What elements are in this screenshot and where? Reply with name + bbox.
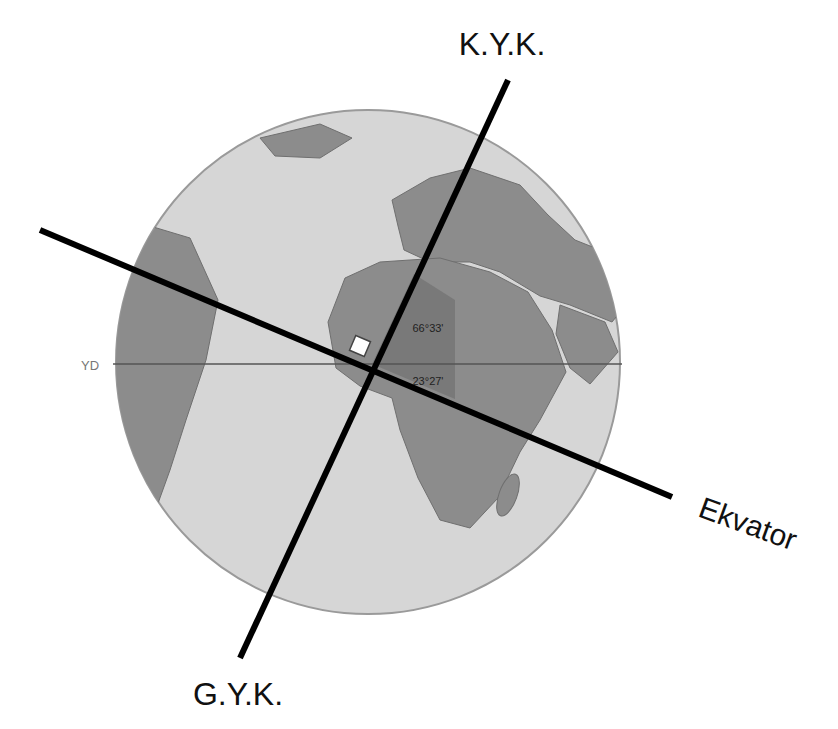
- angle-label: 66°33': [413, 323, 444, 334]
- axis-line: [240, 80, 508, 658]
- madagascar-landmass: [492, 471, 524, 519]
- south-america-landmass: [100, 226, 218, 560]
- equator-line: [40, 230, 672, 497]
- arabia-landmass: [556, 305, 618, 384]
- plane-label: YD: [81, 359, 99, 372]
- greenland-landmass: [260, 124, 352, 158]
- angle-shade-lower: [372, 364, 455, 399]
- pole-label: K.Y.K.: [459, 28, 546, 60]
- angle-label: 23°27': [413, 376, 444, 387]
- orbit-plane-line: [113, 363, 622, 365]
- pole-label: G.Y.K.: [193, 678, 283, 710]
- right-angle-mark: [350, 336, 371, 357]
- equator-label: Ekvator: [695, 493, 801, 556]
